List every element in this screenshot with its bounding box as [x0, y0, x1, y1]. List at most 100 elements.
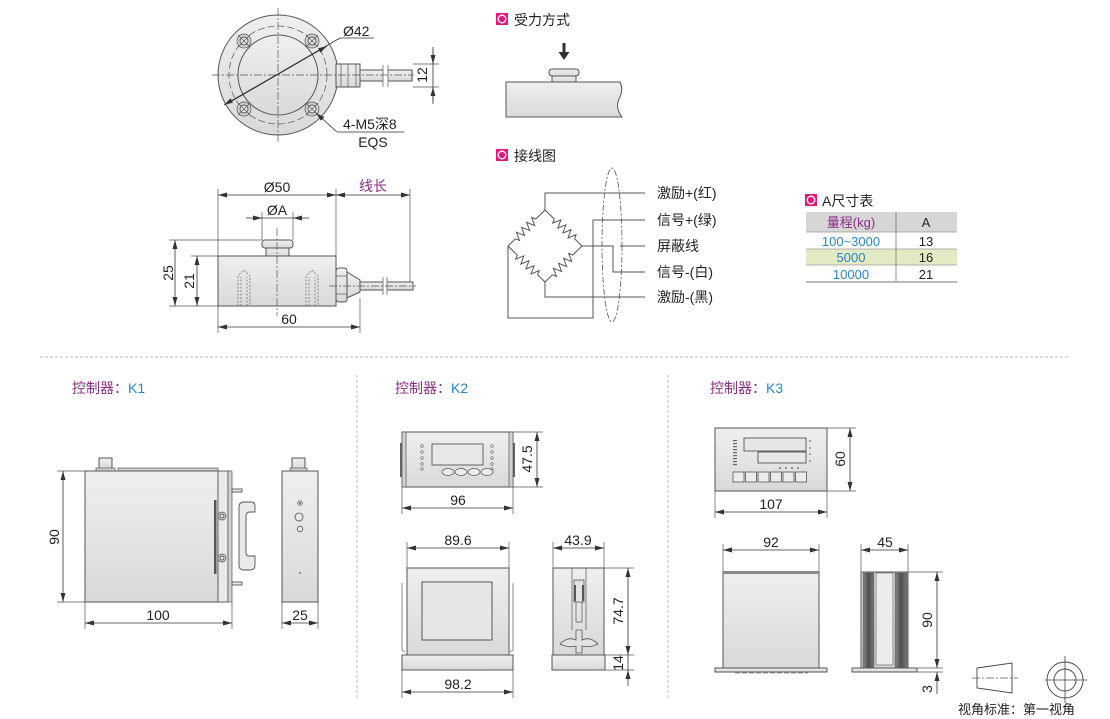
overall-length-dim: 60: [281, 311, 297, 327]
section-bullet-icon: [496, 149, 508, 161]
screw-icon: [217, 511, 227, 521]
k2-latch-side: [582, 585, 584, 601]
wire-excitation-negative: [544, 282, 645, 298]
k3-side-channel: [875, 572, 894, 666]
model-label: EQS: [358, 134, 388, 150]
cable-gland: [335, 267, 361, 303]
sensor-top-view: Ø42 4-M5深8 EQS 12: [212, 8, 439, 150]
k2-latch-stem: [575, 602, 583, 623]
k1-mount-bar: [214, 500, 217, 574]
k2-y-bracket: [559, 629, 599, 654]
k3-body-width-dim: 92: [763, 534, 779, 550]
k1-front-body: [84, 470, 219, 603]
total-height-dim: 25: [160, 265, 176, 281]
arrow-down-icon: [558, 43, 570, 60]
cable-length-label: 线长: [359, 178, 387, 194]
k1-side-strip-edge: [227, 470, 233, 603]
table-header-bg: [806, 212, 957, 232]
cable-break: [383, 65, 388, 87]
k3-panel-height-dim: 60: [832, 451, 848, 467]
first-angle-circle-icon: [1045, 656, 1087, 703]
bolt-hole-icon: [236, 101, 252, 117]
bridge-resistor-icon: [507, 209, 546, 247]
k3-display-main: [743, 437, 807, 452]
indicator-dot: [299, 572, 301, 574]
wire-label: 信号-(白): [657, 264, 713, 280]
cable-shield-outline: [601, 167, 623, 323]
view-standard-label: 视角标准：第一视角: [958, 702, 1075, 717]
controller-k1: 控制器：K1 90 100 25: [46, 380, 319, 629]
k3-display-secondary: [757, 451, 807, 464]
threaded-hole-hidden: [305, 269, 319, 306]
flange-diameter-label: Ø42: [343, 23, 370, 39]
controller-title: 控制器：K2: [395, 380, 468, 396]
led-indicator-icon: [809, 440, 811, 462]
table-header-a: A: [922, 215, 931, 230]
a-dimension-table: A尺寸表 量程(kg) A 100~3000 13 5000 16 10000 …: [805, 193, 957, 283]
wire-label: 信号+(绿): [657, 212, 717, 228]
k3-rear-body: [722, 571, 820, 669]
controller-k2: 控制器：K2 47.5 96: [395, 380, 634, 698]
table-cell-a: 13: [919, 234, 933, 249]
k2-rear-window: [421, 581, 493, 641]
k1-knob: [291, 457, 306, 470]
port-icon: [296, 525, 304, 533]
k2-key-icon: [441, 468, 455, 476]
wire-signal-positive: [507, 219, 645, 319]
k3-side-rail: [894, 572, 908, 669]
threaded-hole-hidden: [237, 269, 251, 306]
table-row-highlight: [806, 249, 957, 265]
din-clip-tab: [231, 488, 243, 493]
section-bullet-icon: [496, 13, 508, 25]
wire-excitation-positive: [544, 192, 645, 210]
k2-panel-edge: [401, 431, 407, 488]
wire-label: 激励-(黑): [657, 289, 713, 305]
k2-bezel-height-dim: 14: [610, 655, 626, 671]
table-title: A尺寸表: [822, 193, 873, 209]
bolt-hole-icon: [304, 101, 320, 117]
bolt-hole-icon: [236, 33, 252, 49]
table-cell-range: 10000: [833, 267, 869, 282]
k3-panel-width-dim: 107: [759, 496, 783, 512]
k1-height-dim: 90: [46, 529, 62, 545]
sensor-side-view: Ø50 线长 ØA 25 21 60: [160, 178, 416, 333]
port-icon: [294, 512, 304, 522]
din-rail-hook: [238, 501, 256, 571]
k2-latch-side: [574, 585, 576, 601]
k3-side-rail: [862, 572, 875, 669]
bridge-resistor-icon: [544, 209, 583, 247]
k2-depth-dim: 43.9: [564, 532, 591, 548]
led-indicator-icon: [779, 467, 799, 469]
controller-model: K3: [766, 380, 783, 396]
bridge-resistor-icon: [507, 245, 546, 283]
k3-bezel-height-dim: 3: [919, 685, 935, 693]
table-cell-range: 100~3000: [822, 234, 880, 249]
k2-mount-clip: [401, 583, 406, 653]
k3-bezel: [714, 667, 828, 673]
load-method-section: 受力方式: [496, 12, 624, 118]
k2-key-icon: [467, 468, 481, 476]
controller-model: K1: [128, 380, 145, 396]
table-cell-range: 5000: [837, 250, 866, 265]
k3-key-icon: [732, 471, 807, 483]
k1-side-body: [281, 470, 319, 603]
wiring-diagram-section: 接线图 激励+(红) 信号+(绿) 屏蔽线 信号-(白) 激励-(黑): [496, 148, 717, 323]
k1-width-dim: 100: [146, 607, 170, 623]
k2-panel-height-dim: 47.5: [519, 445, 535, 472]
bolt-hole-icon: [304, 33, 320, 49]
bridge-resistor-icon: [544, 245, 583, 283]
controller-model: K2: [451, 380, 468, 396]
diameter-leader-arrow: [231, 45, 328, 102]
k2-key-icon: [454, 468, 468, 476]
load-method-title: 受力方式: [514, 12, 570, 28]
k2-panel-edge: [508, 431, 514, 488]
section-bullet-icon: [805, 194, 817, 206]
k2-panel-width-dim: 96: [450, 492, 466, 508]
k1-side-strip: [217, 470, 229, 603]
k3-side-height-dim: 90: [919, 612, 935, 628]
controller-title: 控制器：K3: [710, 380, 783, 396]
load-block: [505, 81, 624, 118]
controller-label: 控制器：: [395, 380, 451, 396]
k1-knob: [98, 457, 113, 470]
